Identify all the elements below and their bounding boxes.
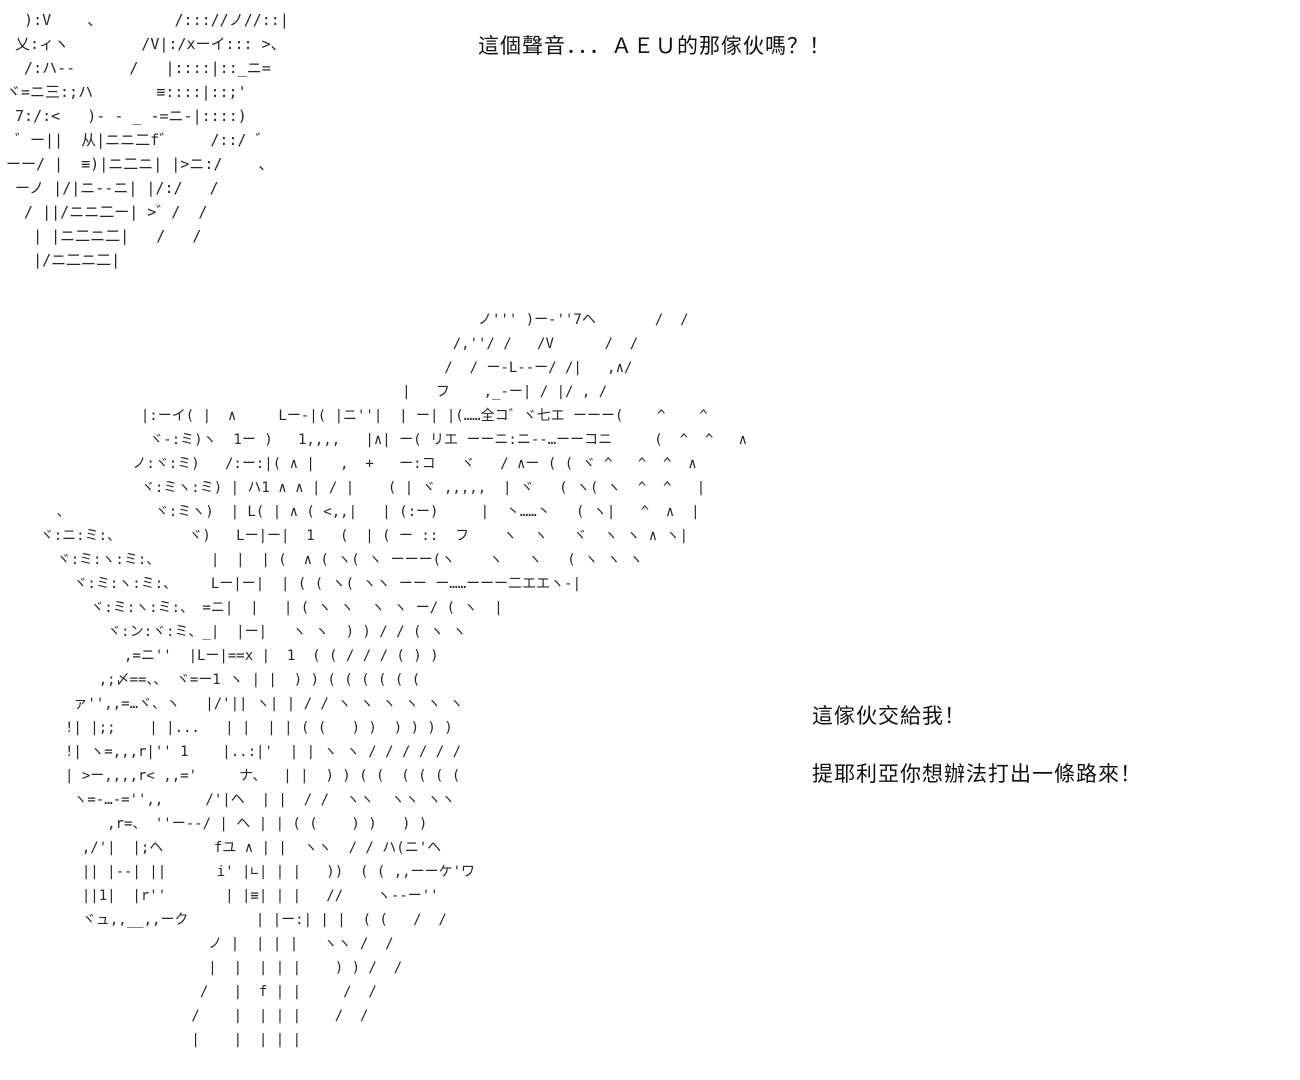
ascii-art-mecha: ノ''' )ー-''7ヘ / / /,''/ / /V / / / / ー-L-… <box>39 312 748 1048</box>
dialogue-right-line-1: 這傢伙交給我！ <box>812 704 966 728</box>
ascii-art-character: ):V 、 /::://ノ//::| 乂:ィヽ /V|:/xーイ::: >、 /… <box>6 11 289 269</box>
dialogue-right-line-2: 提耶利亞你想辦法打出一條路來！ <box>812 762 1142 786</box>
dialogue-top-line: 這個聲音．．．ＡＥＵ的那傢伙嗎？！ <box>478 34 831 58</box>
